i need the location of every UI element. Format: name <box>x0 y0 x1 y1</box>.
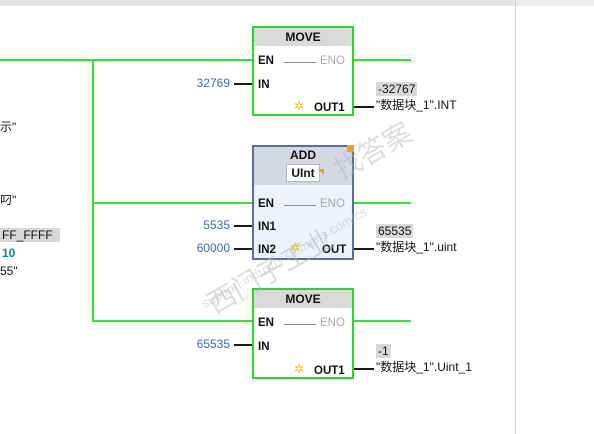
add-block-header: ADD UInt <box>254 147 352 185</box>
add-block-type: UInt <box>291 166 315 180</box>
add-block[interactable]: ADD UInt EN ENO IN1 IN2 ✲ OUT <box>252 145 354 260</box>
move2-en-pin: EN <box>258 317 274 329</box>
type-dropdown-icon[interactable] <box>318 169 324 175</box>
add-in1-wire <box>234 225 252 227</box>
add-out-wire <box>354 248 374 250</box>
move1-out-wire <box>354 106 374 108</box>
move-block-1[interactable]: MOVE EN ENO IN ✲ OUT1 <box>252 26 354 116</box>
move2-out-pin: OUT1 <box>314 365 345 377</box>
move1-in-pin: IN <box>258 79 270 91</box>
right-panel-top-border <box>516 0 594 6</box>
eno-wire-2 <box>353 202 411 204</box>
add-type-dropdown[interactable]: UInt <box>286 164 320 182</box>
move1-eno-pin: ENO <box>320 55 345 67</box>
ladder-canvas: 示" 叼" FF_FFFF 10 55" MOVE EN ENO IN ✲ OU… <box>0 0 515 379</box>
move1-in-value[interactable]: 32769 <box>196 76 230 90</box>
star-icon: ✲ <box>294 362 305 376</box>
add-out-tag[interactable]: "数据块_1".uint <box>376 240 457 254</box>
move-block-2[interactable]: MOVE EN ENO IN ✲ OUT1 <box>252 288 354 379</box>
add-out-value: 65535 <box>376 224 414 238</box>
move2-out-value: -1 <box>376 344 391 358</box>
add-in2-value[interactable]: 60000 <box>196 241 230 255</box>
canvas-top-border <box>0 0 515 6</box>
move1-in-wire <box>234 83 252 85</box>
left-tag-fragment-3: FF_FFFF <box>0 228 60 242</box>
move1-en-pin: EN <box>258 55 274 67</box>
add-out-pin: OUT <box>322 244 347 256</box>
move1-out-value: -32767 <box>376 82 418 96</box>
eno-wire-1 <box>353 59 411 61</box>
add-eno-pin: ENO <box>320 198 345 210</box>
eno-wire-3 <box>353 320 411 322</box>
branch-wire-add <box>92 202 254 204</box>
move2-in-value[interactable]: 65535 <box>196 337 230 351</box>
right-panel <box>515 0 594 434</box>
block-corner-marker <box>347 145 354 152</box>
branch-vertical-wire <box>92 59 94 321</box>
left-tag-fragment-1: 示" <box>0 120 17 134</box>
move2-in-pin: IN <box>258 341 270 353</box>
add-block-title: ADD <box>290 148 316 162</box>
add-in2-wire <box>234 248 252 250</box>
left-tag-fragment-4: 10 <box>2 246 16 260</box>
move2-eno-pin: ENO <box>320 317 345 329</box>
move1-out-pin: OUT1 <box>314 102 345 114</box>
move2-en-eno-line <box>284 324 316 325</box>
branch-wire-move2 <box>92 320 254 322</box>
left-tag-fragment-5: 55" <box>0 264 18 278</box>
add-en-pin: EN <box>258 198 274 210</box>
move2-out-wire <box>354 368 374 370</box>
add-en-eno-line <box>284 205 316 206</box>
move1-out-tag[interactable]: "数据块_1".INT <box>376 98 457 112</box>
power-rail-wire <box>0 59 254 61</box>
move1-en-eno-line <box>284 62 316 63</box>
move2-out-tag[interactable]: "数据块_1".Uint_1 <box>376 360 472 374</box>
move2-in-wire <box>234 344 252 346</box>
add-in2-pin: IN2 <box>258 244 276 256</box>
move-block-1-title: MOVE <box>254 28 352 46</box>
star-icon: ✲ <box>294 99 305 113</box>
add-in1-value[interactable]: 5535 <box>203 218 230 232</box>
add-in1-pin: IN1 <box>258 221 276 233</box>
star-icon: ✲ <box>290 241 301 255</box>
move-block-2-title: MOVE <box>254 290 352 308</box>
left-tag-fragment-2: 叼" <box>0 193 17 207</box>
